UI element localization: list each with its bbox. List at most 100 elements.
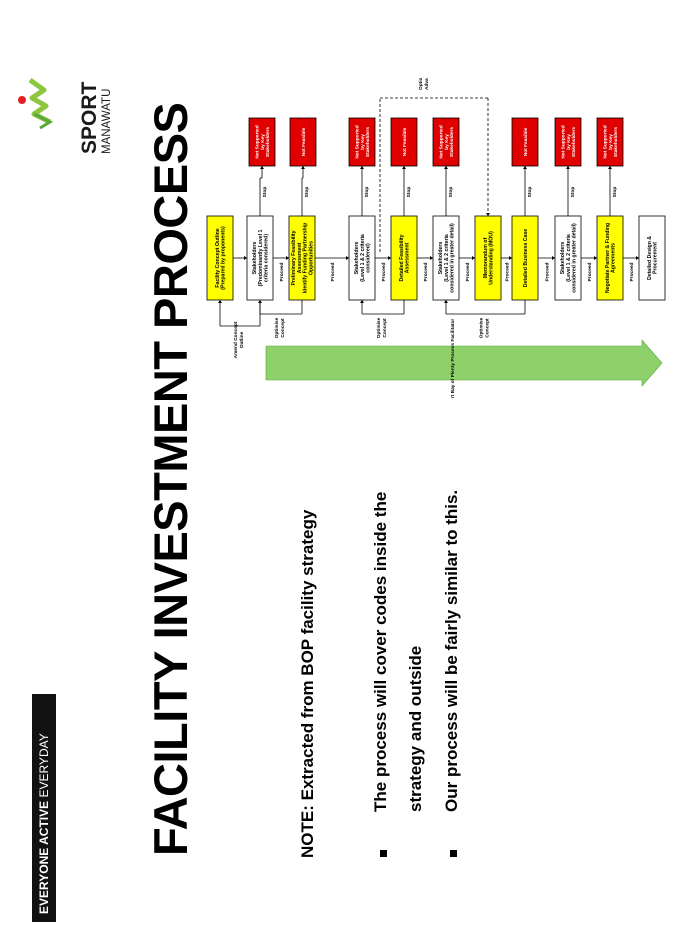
process-step-label-line: considered) bbox=[366, 243, 372, 273]
loop-label-line: Concept bbox=[382, 318, 388, 338]
outcome-box bbox=[596, 117, 624, 167]
bullet-1-line-1: The process will cover codes inside the bbox=[371, 491, 390, 812]
outcome-label-line: Stakeholders bbox=[265, 127, 271, 157]
proceed-label: Proceed bbox=[330, 262, 336, 281]
proceed-label: Proceed bbox=[465, 262, 471, 281]
outcome-box bbox=[248, 117, 276, 167]
proceed-label: Proceed bbox=[423, 262, 429, 281]
stop-label: Stop bbox=[448, 187, 454, 198]
outcome-box bbox=[390, 117, 418, 167]
tagline-bar: EVERYONE ACTIVE EVERYDAY bbox=[32, 694, 56, 922]
sport-manawatu-logo: SPORT MANAWATU bbox=[18, 77, 110, 154]
outcome-label-line: by Key bbox=[360, 134, 366, 150]
stop-arrowhead bbox=[523, 166, 527, 169]
outcome-label: Not Feasible bbox=[523, 127, 529, 156]
stop-arrowhead bbox=[301, 166, 305, 169]
loop-label-line: Optimise bbox=[274, 317, 280, 338]
process-step-label-line: Assessment bbox=[405, 242, 411, 273]
stop-label-line: Stop bbox=[364, 187, 370, 198]
mou-option-label: Option toAdvance MOU bbox=[418, 78, 430, 90]
outcome-label-line: Not Supported bbox=[354, 125, 360, 158]
proceed-label: Proceed bbox=[544, 262, 550, 281]
loop-label-line: Amend Concept bbox=[233, 321, 239, 358]
outcome-label-line: by Key bbox=[608, 134, 614, 150]
facilitator-arrow bbox=[265, 339, 663, 387]
process-step-label: Detailed Design &Procurement bbox=[647, 236, 659, 280]
logo-word-sport: SPORT bbox=[78, 81, 101, 154]
proceed-label: Proceed bbox=[279, 262, 285, 281]
outcome-label: Not Feasible bbox=[402, 127, 408, 156]
process-step-label-line: (Level 1 & 2 criteria bbox=[360, 234, 366, 282]
process-step-box bbox=[348, 215, 376, 301]
process-step-box bbox=[288, 215, 316, 301]
process-step-label-line: (Level 1 & 2 criteria bbox=[444, 234, 450, 282]
process-step-label-line: Stakeholders bbox=[560, 242, 566, 275]
tagline-rest: EVERYDAY bbox=[37, 733, 51, 801]
stop-label-line: Stop bbox=[612, 187, 618, 198]
outcome-label-line: by Key bbox=[566, 134, 572, 150]
process-step-box bbox=[511, 215, 539, 301]
process-step-label-line: (Level 1 & 2 criteria bbox=[566, 234, 572, 282]
outcome-label-line: Not Supported bbox=[560, 125, 566, 158]
stop-arrowhead bbox=[608, 166, 612, 169]
proceed-arrowhead bbox=[244, 256, 247, 260]
process-step-label-line: Procurement bbox=[653, 242, 659, 274]
stop-label-line: Stop bbox=[527, 187, 533, 198]
proceed-label: Proceed bbox=[504, 262, 510, 281]
process-step-box bbox=[474, 215, 502, 301]
proceed-label-line: Proceed bbox=[544, 262, 550, 281]
loop-arrowhead bbox=[360, 300, 364, 303]
process-step-box bbox=[554, 215, 582, 301]
stop-label-line: Stop bbox=[262, 187, 268, 198]
outcome-label-line: Stakeholders bbox=[571, 127, 577, 157]
tagline-bold: EVERYONE ACTIVE bbox=[37, 800, 51, 914]
proceed-label-line: Proceed bbox=[587, 262, 593, 281]
process-step-label: Detailed Business Case bbox=[523, 229, 529, 288]
proceed-label-line: Proceed bbox=[423, 262, 429, 281]
outcome-label-line: Not Supported bbox=[438, 125, 444, 158]
process-flow-diagram: Sport Bay of Plenty Process FacilitatorP… bbox=[206, 78, 666, 398]
process-step-box bbox=[638, 215, 666, 301]
loop-label-line: Optimise bbox=[376, 317, 382, 338]
loop-arrowhead bbox=[444, 300, 448, 303]
bullet-1-line-2: strategy and outside bbox=[406, 645, 425, 812]
process-step-label-line: Stakeholders bbox=[354, 242, 360, 275]
outcome-label: Not Feasible bbox=[301, 127, 307, 156]
process-step-label-line: Negotiate Partner & Funding bbox=[605, 223, 611, 293]
proceed-arrowhead bbox=[286, 256, 289, 260]
process-step-box bbox=[390, 215, 418, 301]
bullet-2: Our process will be fairly similar to th… bbox=[442, 489, 461, 812]
proceed-arrowhead bbox=[346, 256, 349, 260]
proceed-label: Proceed bbox=[381, 262, 387, 281]
loop-label-line: Optimise bbox=[478, 317, 484, 338]
stop-label: Stop bbox=[527, 187, 533, 198]
outcome-label-line: Not Feasible bbox=[301, 127, 307, 156]
process-step-label-line: Detailed Feasibility bbox=[399, 234, 405, 281]
outcome-box bbox=[511, 117, 539, 167]
process-step-label-line: Stakeholders bbox=[438, 242, 444, 275]
outcome-label-line: Stakeholders bbox=[449, 127, 455, 157]
stop-label: Stop bbox=[570, 187, 576, 198]
process-step-box bbox=[206, 215, 234, 301]
process-step-label-line: (Prepared by proponents) bbox=[221, 226, 227, 290]
logo-mark-icon bbox=[18, 77, 54, 130]
proceed-label-line: Proceed bbox=[629, 262, 635, 281]
logo-word-manawatu: MANAWATU bbox=[101, 89, 110, 154]
outcome-label-line: Not Feasible bbox=[523, 127, 529, 156]
outcome-box bbox=[432, 117, 460, 167]
proceed-arrowhead bbox=[552, 256, 555, 260]
proceed-label-line: Proceed bbox=[330, 262, 336, 281]
loop-label-line: Concept bbox=[484, 318, 490, 338]
diagram-content: Sport Bay of Plenty Process FacilitatorP… bbox=[206, 78, 666, 398]
stop-arrowhead bbox=[402, 166, 406, 169]
proceed-arrowhead bbox=[509, 256, 512, 260]
proceed-label: Proceed bbox=[629, 262, 635, 281]
